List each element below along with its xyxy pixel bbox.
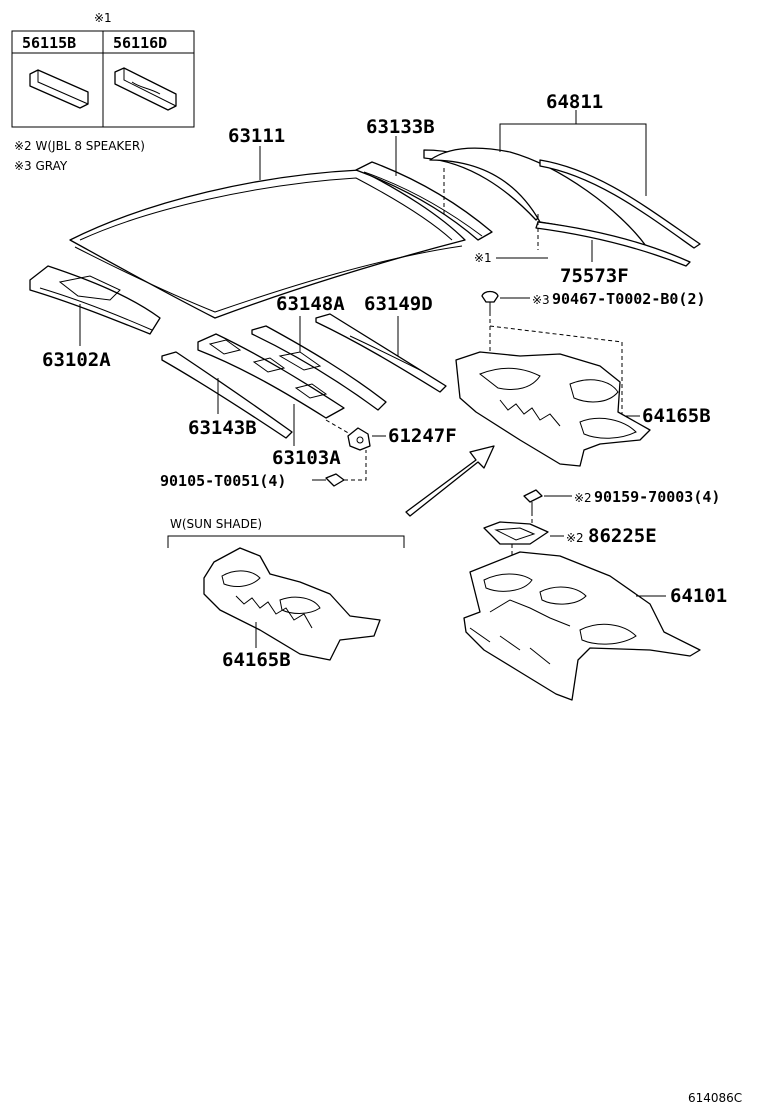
label-86225e: 86225E — [588, 525, 657, 547]
roof-reinforcement-front — [355, 161, 493, 241]
drawing-code: 614086C — [688, 1091, 742, 1105]
screw-90159 — [523, 489, 543, 512]
note-sun-shade: W(SUN SHADE) — [170, 517, 262, 531]
package-tray-64101 — [463, 551, 701, 701]
label-63103a: 63103A — [272, 447, 341, 469]
label-64165b-lower: 64165B — [222, 649, 291, 671]
direction-arrow — [405, 445, 495, 517]
inset-col2-label: 56116D — [113, 34, 167, 52]
roof-bow-63103a — [197, 333, 345, 419]
cap-marker: ※1 — [474, 251, 492, 265]
label-61247f: 61247F — [388, 425, 457, 447]
sun-shade-bracket — [167, 535, 405, 548]
label-63148a: 63148A — [276, 293, 345, 315]
label-63149d: 63149D — [364, 293, 433, 315]
label-63102a: 63102A — [42, 349, 111, 371]
moonroof-glass — [423, 147, 701, 267]
label-64811: 64811 — [546, 91, 603, 113]
note-jbl-speaker: ※2 W(JBL 8 SPEAKER) — [14, 139, 145, 153]
label-90159-70003: 90159-70003(4) — [594, 488, 720, 506]
bolt-90105 — [325, 473, 345, 487]
clip-marker: ※3 — [532, 293, 550, 307]
speaker-bracket-marker: ※2 — [566, 531, 584, 545]
roof-bow-63143b — [161, 351, 293, 439]
label-63133b: 63133B — [366, 116, 435, 138]
package-tray-trim-upper — [455, 351, 651, 467]
bracket-61247f — [347, 427, 371, 451]
label-63111: 63111 — [228, 125, 285, 147]
inset-note-marker: ※1 — [94, 11, 112, 25]
label-75573f: 75573F — [560, 265, 629, 287]
clip-90467 — [481, 290, 499, 312]
note-gray: ※3 GRAY — [14, 159, 68, 173]
inset-col1-label: 56115B — [22, 34, 76, 52]
label-64165b-upper: 64165B — [642, 405, 711, 427]
label-64101: 64101 — [670, 585, 727, 607]
screw-marker: ※2 — [574, 491, 592, 505]
label-90467-t0002-b0: 90467-T0002-B0(2) — [552, 290, 706, 308]
emblem-inset: ※1 56115B 56116D — [11, 11, 195, 128]
roof-bow-63149d — [315, 313, 447, 393]
speaker-bracket-86225e — [483, 521, 549, 545]
roof-panel — [69, 169, 466, 319]
roof-bow-63148a — [251, 325, 387, 411]
emblem-56115b — [29, 69, 89, 109]
package-tray-trim-sunshade — [203, 547, 381, 661]
roof-header-front — [29, 265, 161, 335]
label-90105-t0051: 90105-T0051(4) — [160, 472, 286, 490]
label-63143b: 63143B — [188, 417, 257, 439]
